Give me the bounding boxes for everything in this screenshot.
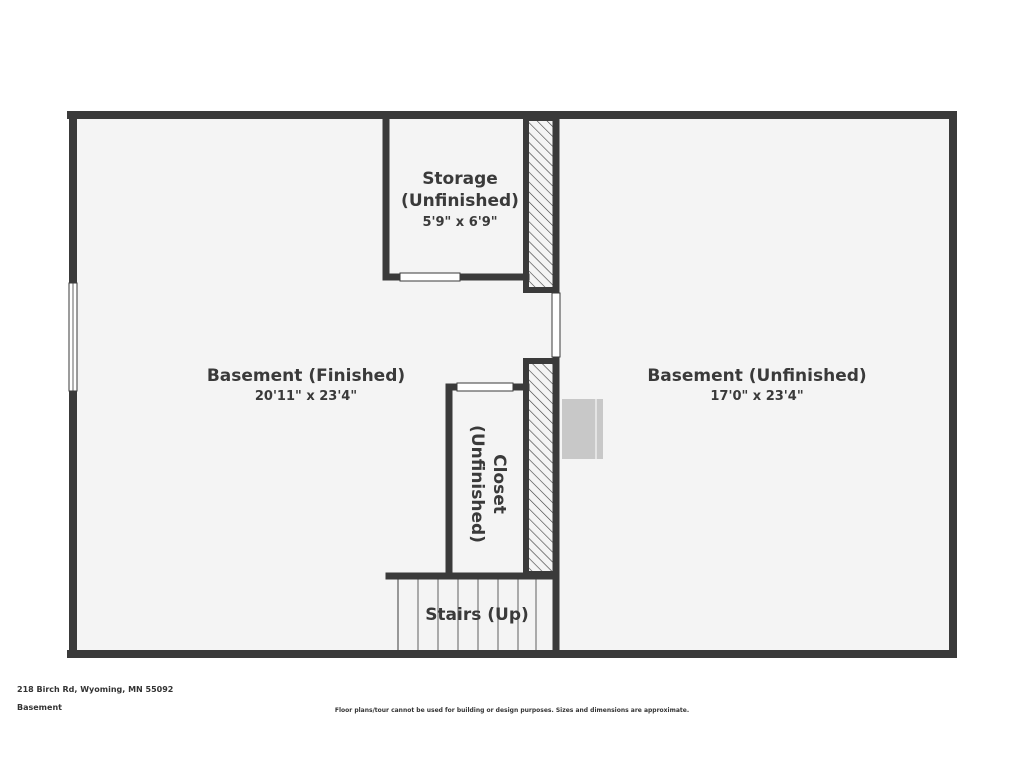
room-name-basement-finished: Basement (Finished) xyxy=(207,366,405,386)
disclaimer: Floor plans/tour cannot be used for buil… xyxy=(334,707,690,714)
room-name-stairs: Stairs (Up) xyxy=(425,605,529,625)
stairs xyxy=(397,578,554,650)
room-name-closet-line1: Closet xyxy=(489,454,509,514)
room-dims-basement-unfinished: 17'0" x 23'4" xyxy=(710,389,803,404)
room-name-storage-line1: Storage xyxy=(422,169,498,189)
floor-name: Basement xyxy=(17,703,62,712)
chimney-upper xyxy=(523,115,559,293)
window-west xyxy=(68,282,78,392)
room-name-closet-line2: (Unfinished) xyxy=(467,425,487,543)
chimney-lower xyxy=(523,358,559,577)
closet-label: Closet (Unfinished) xyxy=(467,425,509,543)
utility-fixture xyxy=(562,399,603,459)
property-address: 218 Birch Rd, Wyoming, MN 55092 xyxy=(17,685,174,694)
room-dims-storage: 5'9" x 6'9" xyxy=(422,215,497,230)
room-name-storage-line2: (Unfinished) xyxy=(401,191,519,211)
door-openings xyxy=(399,272,561,392)
walls xyxy=(67,111,957,658)
room-dims-basement-finished: 20'11" x 23'4" xyxy=(255,389,357,404)
room-name-basement-unfinished: Basement (Unfinished) xyxy=(647,366,866,386)
